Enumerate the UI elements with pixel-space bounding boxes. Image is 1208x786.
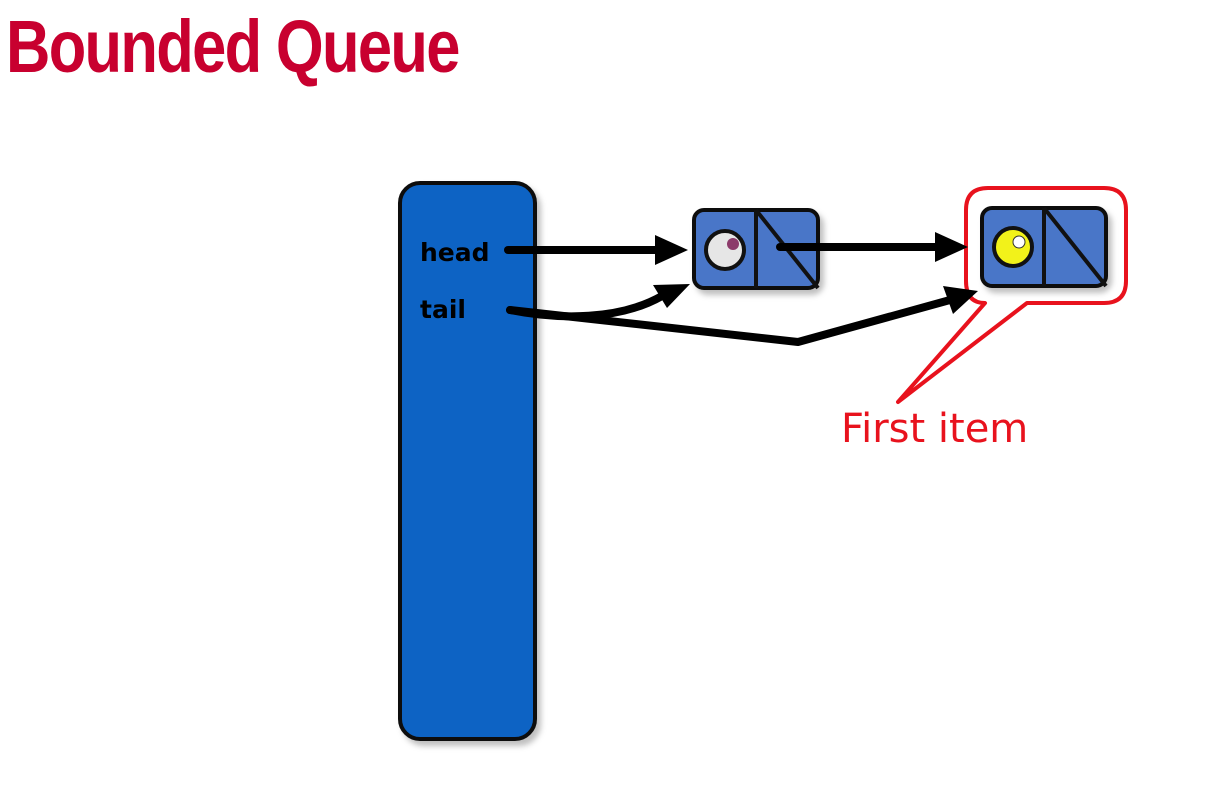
first-item-callout-bubble xyxy=(896,186,1128,404)
sentinel-next-pointer-arrow xyxy=(776,232,968,262)
head-field-label: head xyxy=(420,238,490,267)
head-pointer-arrow xyxy=(504,235,688,265)
tail-pointer-new-arrow xyxy=(506,286,978,346)
first-item-circle xyxy=(992,226,1034,268)
first-item-callout-label: First item xyxy=(841,406,1028,452)
sentinel-item-circle xyxy=(704,229,746,271)
first-item-node xyxy=(980,206,1108,288)
queue-object xyxy=(398,181,537,741)
first-item-null-slash xyxy=(1042,206,1108,288)
sentinel-node xyxy=(692,208,820,290)
tail-field-label: tail xyxy=(420,295,466,324)
sentinel-item-dot xyxy=(727,238,739,250)
first-item-highlight-dot xyxy=(1012,235,1026,249)
slide-title: Bounded Queue xyxy=(6,5,460,88)
